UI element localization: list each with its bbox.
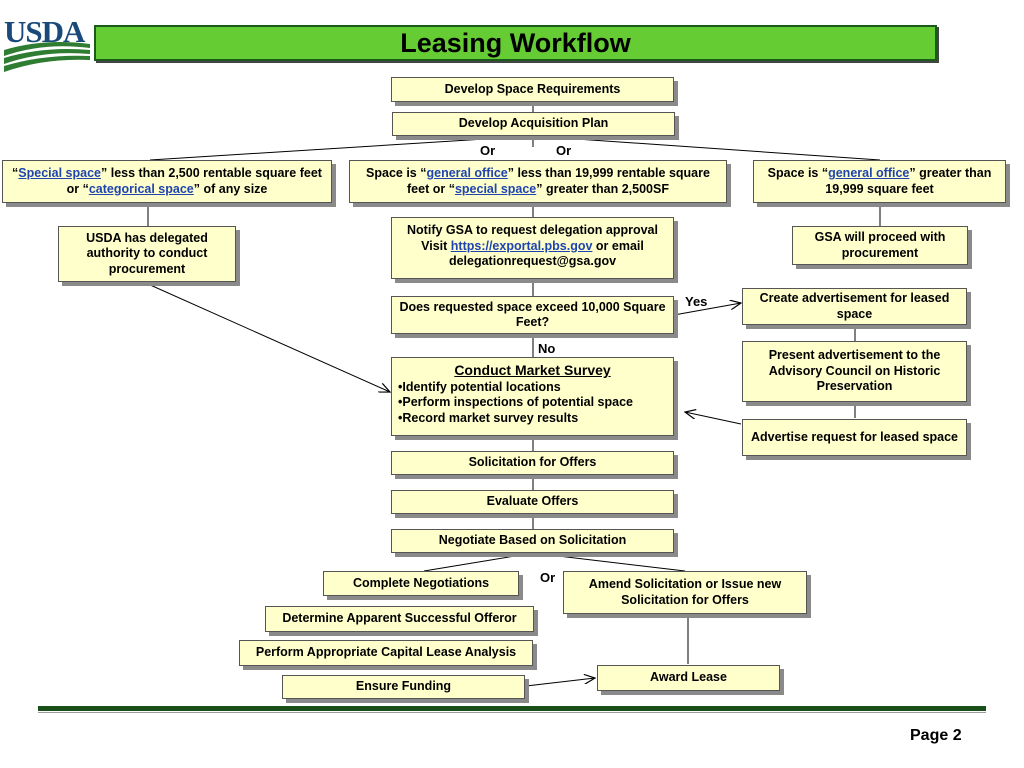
- box-label: Complete Negotiations: [352, 575, 490, 590]
- connector-arrow: [685, 412, 742, 425]
- box-label: Develop Acquisition Plan: [458, 116, 609, 131]
- usda-logo: USDA: [4, 14, 90, 76]
- box-label: Award Lease: [650, 670, 727, 685]
- box-label: Negotiate Based on Solicitation: [438, 533, 627, 548]
- gsa-proceed-box: GSA will proceed with procurement: [792, 226, 968, 265]
- box-label: Visit https://exportal.pbs.gov or email …: [398, 239, 667, 270]
- special-space-box: “Special space” less than 2,500 rentable…: [2, 160, 332, 203]
- connector-arrow: [147, 283, 390, 392]
- usda-logo-hills-icon: [4, 42, 90, 72]
- or-label: Or: [480, 143, 496, 158]
- create-advertisement-box: Create advertisement for leased space: [742, 288, 967, 325]
- box-label: GSA will proceed with procurement: [814, 230, 946, 260]
- ensure-funding-box: Ensure Funding: [282, 675, 525, 699]
- capital-lease-analysis-box: Perform Appropriate Capital Lease Analys…: [239, 640, 533, 666]
- box-label: Determine Apparent Successful Offeror: [282, 611, 517, 626]
- complete-negotiations-box: Complete Negotiations: [323, 571, 519, 596]
- box-text: ” less than 2,500 rentable square feet o…: [66, 166, 322, 196]
- develop-acquisition-plan-box: Develop Acquisition Plan: [392, 112, 675, 136]
- no-label: No: [538, 341, 556, 356]
- market-survey-box: Conduct Market Survey •Identify potentia…: [391, 357, 674, 436]
- general-office-link[interactable]: general office: [828, 166, 910, 180]
- develop-space-requirements-box: Develop Space Requirements: [391, 77, 674, 102]
- negotiate-box: Negotiate Based on Solicitation: [391, 529, 674, 553]
- connector-line: [423, 552, 534, 572]
- box-text: ” of any size: [193, 181, 268, 196]
- box-label: Ensure Funding: [355, 679, 452, 694]
- box-text: Visit: [421, 238, 451, 253]
- or-label: Or: [556, 143, 572, 158]
- market-survey-item: •Identify potential locations: [398, 379, 561, 394]
- box-label: Create advertisement for leased space: [759, 291, 950, 321]
- box-label: Evaluate Offers: [486, 494, 579, 509]
- box-label: Space is “general office” greater than 1…: [760, 166, 999, 197]
- market-survey-item: •Record market survey results: [398, 410, 579, 425]
- categorical-space-link[interactable]: categorical space: [88, 181, 194, 196]
- yes-label: Yes: [685, 294, 708, 309]
- box-label: USDA has delegated authority to conduct …: [86, 230, 208, 276]
- footer-rule: [38, 706, 986, 711]
- box-label: Perform Appropriate Capital Lease Analys…: [255, 645, 517, 660]
- connector-line: [149, 135, 534, 161]
- special-space-link[interactable]: special space: [454, 181, 537, 196]
- exportal-link[interactable]: https://exportal.pbs.gov: [450, 238, 593, 253]
- connector-arrow: [673, 303, 741, 316]
- market-survey-item: •Perform inspections of potential space: [398, 395, 633, 409]
- box-label: Notify GSA to request delegation approva…: [407, 223, 658, 237]
- general-office-small-box: Space is “general office” less than 19,9…: [349, 160, 727, 203]
- box-label: Does requested space exceed 10,000 Squar…: [399, 299, 666, 330]
- connector-line: [532, 552, 686, 572]
- box-text: or email delegationrequest@gsa.gov: [448, 238, 644, 269]
- title-bar: Leasing Workflow: [94, 25, 937, 61]
- box-text: “: [12, 166, 19, 180]
- amend-solicitation-box: Amend Solicitation or Issue new Solicita…: [563, 571, 807, 614]
- present-advertisement-box: Present advertisement to the Advisory Co…: [742, 341, 967, 402]
- advertise-request-box: Advertise request for leased space: [742, 419, 967, 456]
- box-text: Space is “: [767, 166, 829, 180]
- special-space-link[interactable]: Special space: [18, 166, 101, 180]
- general-office-large-box: Space is “general office” greater than 1…: [753, 160, 1006, 203]
- connector-arrow: [525, 678, 595, 687]
- page-number: Page 2: [910, 727, 962, 744]
- box-label: Develop Space Requirements: [444, 81, 621, 96]
- box-text: ” less than 19,999 rentable square feet …: [407, 166, 710, 196]
- box-label: “Special space” less than 2,500 rentable…: [9, 166, 325, 197]
- box-label: Amend Solicitation or Issue new Solicita…: [588, 577, 782, 607]
- exceed-10000-decision-box: Does requested space exceed 10,000 Squar…: [391, 296, 674, 334]
- page-title: Leasing Workflow: [400, 27, 631, 58]
- award-lease-box: Award Lease: [597, 665, 780, 691]
- evaluate-offers-box: Evaluate Offers: [391, 490, 674, 514]
- general-office-link[interactable]: general office: [426, 166, 508, 180]
- or-label: Or: [540, 570, 556, 585]
- box-text: ” greater than 2,500SF: [536, 181, 669, 196]
- usda-delegated-box: USDA has delegated authority to conduct …: [58, 226, 236, 282]
- box-label: Advertise request for leased space: [750, 429, 959, 444]
- determine-offeror-box: Determine Apparent Successful Offeror: [265, 606, 534, 632]
- footer-rule-shadow: [38, 712, 986, 713]
- box-text: ” greater than 19,999 square feet: [825, 166, 992, 196]
- box-label: Present advertisement to the Advisory Co…: [768, 348, 941, 394]
- notify-gsa-box: Notify GSA to request delegation approva…: [391, 217, 674, 279]
- box-label: Space is “general office” less than 19,9…: [356, 166, 720, 197]
- box-label: Solicitation for Offers: [468, 455, 597, 470]
- connector-line: [532, 135, 881, 161]
- box-text: Space is “: [366, 166, 427, 180]
- solicitation-for-offers-box: Solicitation for Offers: [391, 451, 674, 475]
- market-survey-heading: Conduct Market Survey: [454, 362, 611, 378]
